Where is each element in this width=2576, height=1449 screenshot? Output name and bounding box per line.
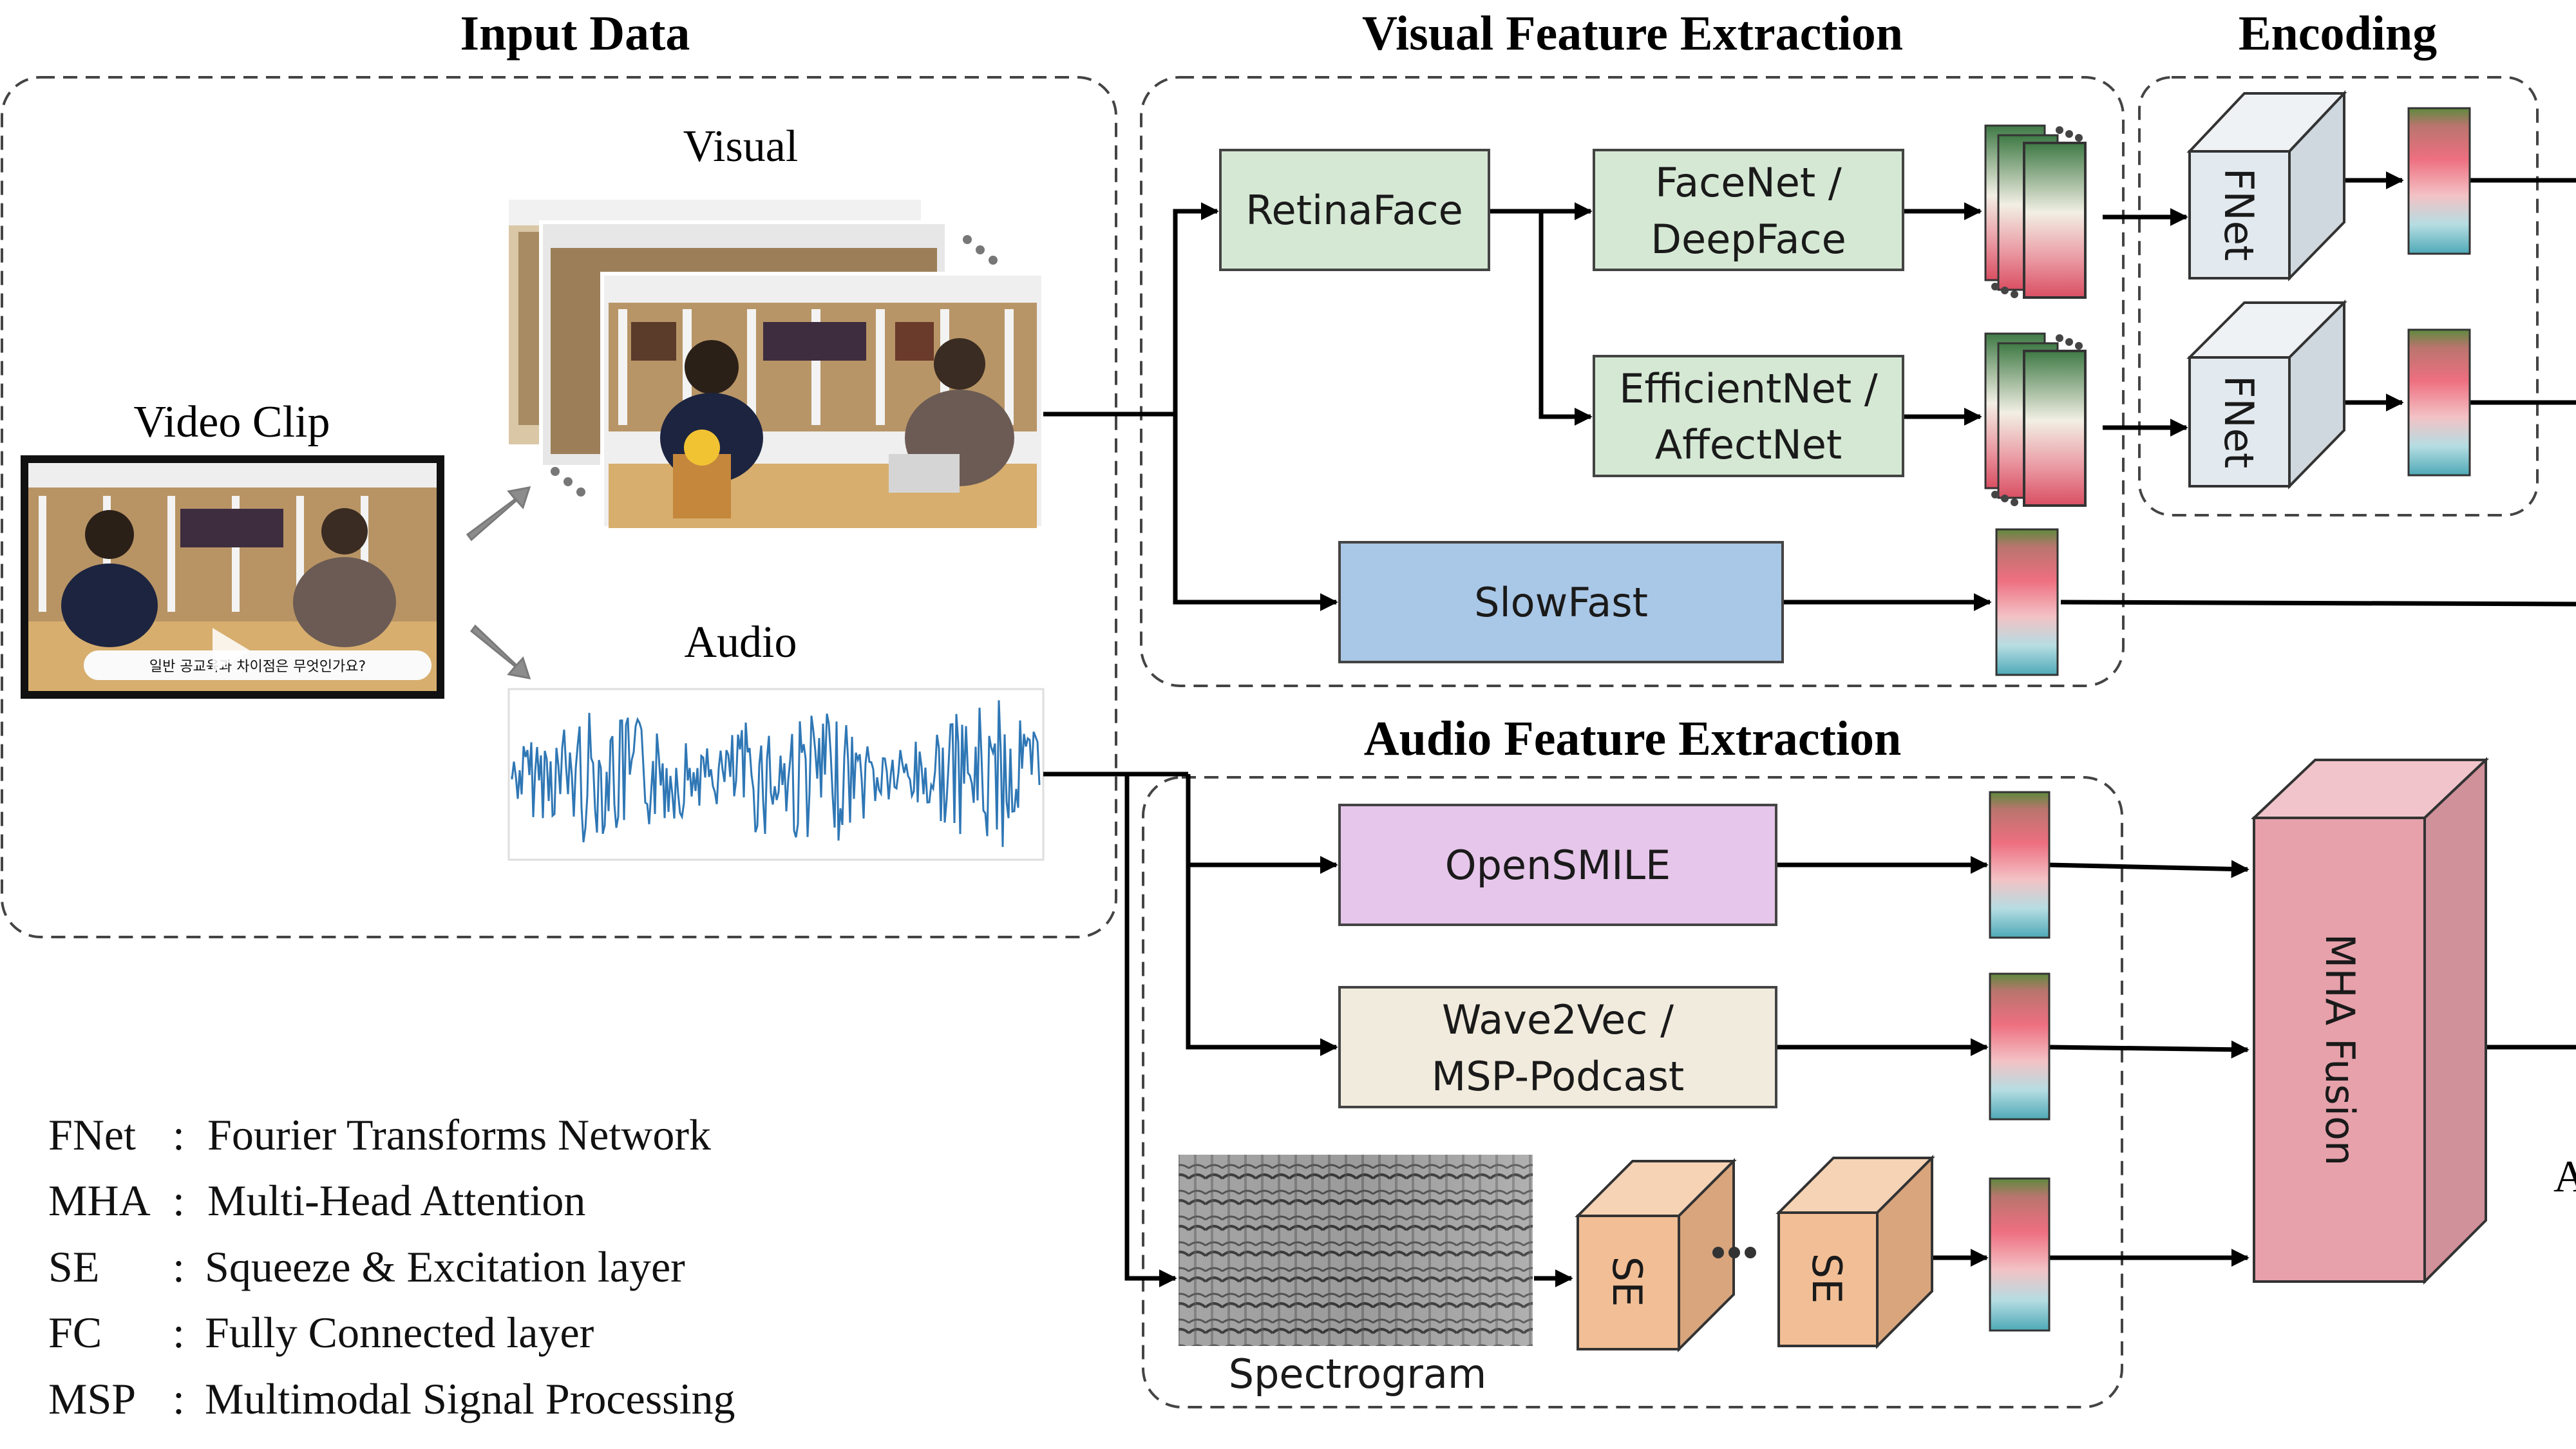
arrow-to-audio [469, 624, 531, 679]
legend-row-msp: MSP : Multimodal Signal Processing [48, 1374, 735, 1423]
legend-sep: : [173, 1242, 185, 1291]
arrow-to-opensmile [1186, 774, 1338, 874]
wave2vec-label-line1: Wave2Vec / [1442, 996, 1674, 1043]
efficientnet-label-line1: EfficientNet / [1619, 365, 1878, 412]
slowfast-feature-vector [1995, 528, 2059, 676]
mha-fusion-block[interactable]: MHA Fusion [2250, 757, 2490, 1285]
legend-abbr: FNet [48, 1110, 136, 1159]
opensmile-box[interactable]: OpenSMILE [1338, 804, 1777, 926]
efficientnet-box[interactable]: EfficientNet / AffectNet [1593, 355, 1904, 477]
opensmile-label: OpenSMILE [1445, 842, 1671, 889]
abbreviation-legend: FNet : Fourier Transforms Network MHA : … [48, 1110, 735, 1423]
legend-sep: : [173, 1308, 185, 1357]
legend-desc: Squeeze & Excitation layer [205, 1242, 685, 1291]
se-label-1: SE [1604, 1256, 1651, 1307]
legend-row-mha: MHA : Multi-Head Attention [48, 1176, 585, 1225]
wave2vec-feature-vector [1989, 972, 2050, 1121]
arrow-to-visual [466, 486, 531, 542]
legend-desc: Fourier Transforms Network [207, 1110, 711, 1159]
play-icon[interactable] [213, 628, 250, 673]
legend-sep: : [173, 1374, 185, 1423]
mha-fusion-label: MHA Fusion [2316, 934, 2363, 1166]
audio-waveform [507, 688, 1045, 861]
visual-feature-extraction-title: Visual Feature Extraction [1362, 6, 1903, 61]
arrow-to-efficientnet [1539, 211, 1593, 426]
legend-desc: Fully Connected layer [205, 1308, 594, 1357]
spectrogram-image [1179, 1155, 1533, 1346]
visual-frame-stack [509, 200, 1045, 530]
facenet-label-line1: FaceNet / [1655, 159, 1842, 206]
efficientnet-label-line2: AffectNet [1655, 421, 1842, 468]
spectrogram-caption: Spectrogram [1229, 1350, 1487, 1397]
arrow-opensmile-to-mha [2049, 860, 2249, 878]
fnet-block-2[interactable]: FNet [2186, 299, 2347, 489]
se-block-1[interactable]: SE [1575, 1158, 1737, 1352]
slowfast-box[interactable]: SlowFast [1338, 541, 1784, 663]
retinaface-box[interactable]: RetinaFace [1219, 149, 1490, 271]
arrow-to-wave2vec [1186, 865, 1338, 1056]
video-subtitle: 일반 공교육과 차이점은 무엇인가요? [149, 659, 366, 675]
legend-desc: Multi-Head Attention [207, 1176, 585, 1225]
legend-abbr: MSP [48, 1374, 136, 1423]
visual-feature-group [1140, 76, 2125, 687]
arrow-to-retinaface [1173, 202, 1219, 414]
legend-abbr: SE [48, 1242, 99, 1291]
wave2vec-box[interactable]: Wave2Vec / MSP-Podcast [1338, 986, 1777, 1108]
video-clip-caption: Video Clip [134, 397, 330, 447]
video-clip-thumbnail[interactable]: 일반 공교육과 차이점은 무엇인가요? [21, 455, 444, 699]
retinaface-label: RetinaFace [1245, 187, 1463, 234]
fnet-label-2: FNet [2215, 375, 2262, 469]
facenet-box[interactable]: FaceNet / DeepFace [1593, 149, 1904, 271]
audio-feature-extraction-title: Audio Feature Extraction [1364, 712, 1902, 766]
audio-caption: Audio [685, 618, 797, 667]
encoding-group [2138, 76, 2539, 516]
input-data-title: Input Data [460, 6, 690, 61]
input-data-group [1, 76, 1117, 938]
se-label-2: SE [1803, 1253, 1850, 1304]
stack-dots [551, 235, 998, 497]
legend-sep: : [173, 1110, 185, 1159]
se-feature-vector [1989, 1177, 2050, 1332]
arrow-to-slowfast [1173, 414, 1338, 611]
opensmile-feature-vector [1989, 791, 2050, 939]
efficientnet-feature-stack [1984, 332, 2087, 507]
visual-caption: Visual [683, 122, 799, 171]
arrow-to-spectrogram [1124, 774, 1177, 1287]
encoding-title: Encoding [2239, 6, 2437, 61]
legend-sep: : [173, 1176, 185, 1225]
frame-front [600, 272, 1045, 530]
audio-feature-group [1142, 776, 2123, 1408]
fnet-block-1[interactable]: FNet [2186, 90, 2347, 281]
slowfast-label: SlowFast [1474, 579, 1648, 626]
legend-abbr: MHA [48, 1176, 151, 1225]
wave2vec-label-line2: MSP-Podcast [1432, 1053, 1684, 1100]
legend-row-se: SE : Squeeze & Excitation layer [48, 1242, 685, 1291]
se-block-2[interactable]: SE [1776, 1155, 1935, 1349]
fnet-label-1: FNet [2215, 168, 2262, 261]
se-dots [1712, 1247, 1756, 1258]
split-arrows [466, 486, 531, 679]
legend-row-fc: FC : Fully Connected layer [48, 1308, 594, 1357]
legend-abbr: FC [48, 1308, 102, 1357]
legend-row-fnet: FNet : Fourier Transforms Network [48, 1110, 711, 1159]
encoded-feature-2 [2407, 328, 2471, 477]
facenet-feature-stack [1984, 124, 2087, 299]
facenet-label-line2: DeepFace [1651, 216, 1846, 263]
arrow-wave2vec-to-mha [2049, 1040, 2249, 1059]
legend-desc: Multimodal Signal Processing [205, 1374, 735, 1423]
cut-off-label: A [2553, 1152, 2576, 1202]
encoded-feature-1 [2407, 107, 2471, 255]
line-slowfast-out [2060, 600, 2576, 607]
